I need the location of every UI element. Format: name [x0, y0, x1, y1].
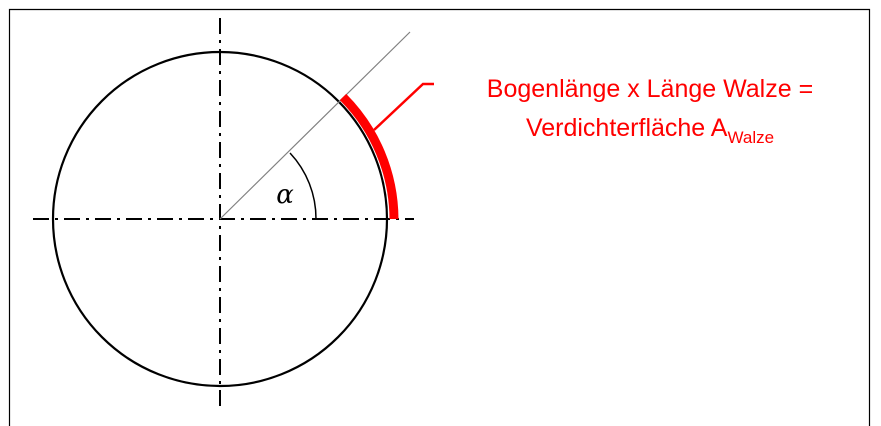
annotation-text-line-2: Verdichterfläche A: [525, 114, 728, 142]
annotation-text-line-1: Bogenlänge x Länge Walze =: [486, 75, 814, 103]
angle-radius-line: [219, 31, 411, 220]
leader-line: [373, 82, 434, 131]
annotation-formula-line-2: Verdichterfläche AWalze: [440, 113, 860, 147]
frame-border: [8, 8, 871, 426]
arc-length-highlight: [339, 93, 399, 220]
angle-alpha-label: α: [276, 180, 294, 210]
annotation-subscript: Walze: [727, 128, 775, 147]
annotation-formula-line-1: Bogenlänge x Länge Walze =: [440, 74, 860, 104]
angle-arc: [289, 152, 317, 220]
